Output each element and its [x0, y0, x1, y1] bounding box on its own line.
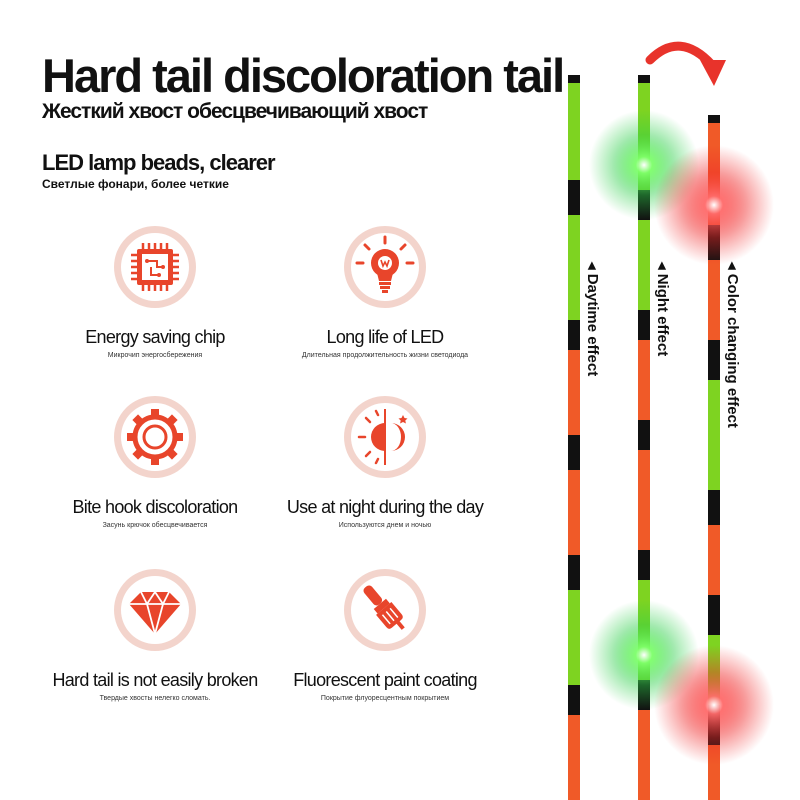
rod-illustration: ◂ Daytime effect ◂ Night effect ◂ Color …: [568, 41, 774, 800]
rod-label-daytime: ◂ Daytime effect: [584, 261, 601, 376]
rod-label-color: ◂ Color changing effect: [724, 261, 741, 428]
feature-label: Energy saving chip: [85, 327, 225, 347]
curved-arrow-icon: [645, 41, 726, 86]
section-subtitle: Светлые фонари, более четкие: [42, 177, 229, 191]
chip-icon: [114, 226, 196, 308]
feature-sublabel: Длительная продолжительность жизни свето…: [301, 352, 469, 359]
feature-label: Fluorescent paint coating: [293, 670, 477, 690]
feature-long-life-led: Long life of LED Длительная продолжитель…: [270, 225, 500, 359]
diamond-icon: [114, 569, 196, 651]
feature-sublabel: Твердые хвосты нелегко сломать.: [99, 695, 211, 702]
paint-brush-icon: [344, 569, 426, 651]
page-subtitle: Жесткий хвост обесцвечивающий хвост: [42, 100, 428, 123]
feature-label: Bite hook discoloration: [72, 497, 238, 517]
feature-energy-saving-chip: Energy saving chip Микрочип энергосбереж…: [40, 225, 270, 359]
feature-use-day-night: Use at night during the day Используются…: [270, 395, 500, 529]
feature-sublabel: Покрытие флуоресцентным покрытием: [320, 695, 450, 702]
rod-daytime: [568, 75, 580, 800]
page-title: Hard tail discoloration tail: [42, 49, 565, 102]
feature-label: Use at night during the day: [286, 497, 484, 517]
red-glow-top: [654, 145, 774, 265]
feature-sublabel: Используются днем и ночью: [338, 522, 432, 529]
feature-sublabel: Засунь крючок обесцвечивается: [102, 522, 208, 529]
feature-label: Long life of LED: [326, 327, 445, 347]
feature-fluorescent-paint: Fluorescent paint coating Покрытие флуор…: [270, 568, 500, 702]
feature-label: Hard tail is not easily broken: [52, 670, 258, 690]
light-bulb-icon: [344, 226, 426, 308]
section-title: LED lamp beads, clearer: [42, 150, 276, 175]
feature-hard-tail: Hard tail is not easily broken Твердые х…: [40, 568, 270, 702]
sun-moon-icon: [344, 396, 426, 478]
feature-sublabel: Микрочип энергосбережения: [107, 352, 203, 359]
rod-label-night: ◂ Night effect: [654, 261, 671, 356]
gear-icon: [114, 396, 196, 478]
feature-bite-hook-discoloration: Bite hook discoloration Засунь крючок об…: [40, 395, 270, 529]
red-glow-bottom: [654, 645, 774, 765]
